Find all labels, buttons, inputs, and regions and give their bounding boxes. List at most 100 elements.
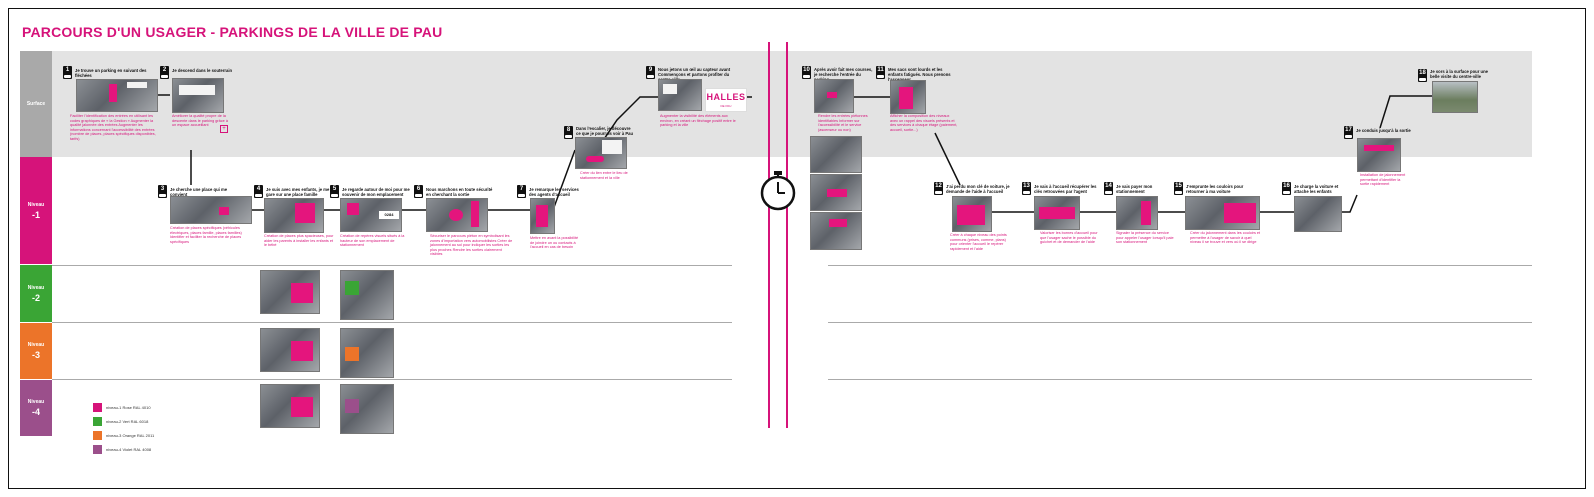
step-10-badge: 10	[802, 66, 811, 79]
step-1-badge: 1	[63, 66, 72, 79]
row-divider	[828, 322, 1532, 323]
step-13-text: Je vais à l'accueil récupérer les clés r…	[1034, 184, 1097, 194]
step-3-badge: 3	[158, 185, 167, 198]
step-17-badge: 17	[1344, 126, 1353, 139]
step-12-photo	[952, 196, 992, 232]
step-15-text: J'emprunte les couloirs pour retourner à…	[1186, 184, 1244, 194]
step-15-note: Créer du jalonnement dans les couloirs e…	[1190, 231, 1261, 245]
step-11-text: Mes sacs sont lourds et les enfants fati…	[888, 67, 951, 82]
level-m4-floor-photo	[260, 384, 320, 428]
step-15-badge: 15	[1174, 182, 1183, 195]
step-13-photo	[1034, 196, 1080, 230]
page-title: PARCOURS D'UN USAGER - PARKINGS DE LA VI…	[22, 24, 443, 40]
step-7-photo	[530, 198, 555, 234]
level-m4-label: Niveau-4	[20, 380, 52, 436]
row-divider	[828, 379, 1532, 380]
step-18-text: Je sors à la surface pour une belle visi…	[1430, 69, 1488, 79]
step-2-text: Je descend dans le souterrain	[172, 68, 233, 73]
step-11-badge: 11	[876, 66, 885, 79]
legend-item: niveau-1 Rose RAL 4010	[93, 403, 151, 412]
step-8-note: Créer du lien entre le lieu de stationne…	[580, 171, 628, 180]
parking-sign-number: 0284	[379, 211, 399, 219]
step-17-note: Installation de jalonnement permettant d…	[1360, 173, 1406, 187]
step-2-photo	[172, 78, 224, 113]
step-3-photo	[170, 196, 252, 224]
row-divider	[52, 322, 732, 323]
legend-item: niveau-2 Vert RAL 6018	[93, 417, 148, 426]
step-9-badge: 9	[646, 66, 655, 79]
step-11-note: Afficher la composition des niveaux avec…	[890, 114, 958, 132]
step-4-badge: 4	[254, 185, 263, 198]
level-m3-label: Niveau-3	[20, 323, 52, 379]
step-6-note: Sécuriser le parcours piéton en symbolis…	[430, 234, 513, 257]
step-5-badge: 5	[330, 185, 339, 198]
step-7-note: Mettre en avant la possibilité de joindr…	[530, 236, 579, 250]
step-4-note: Création de places plus spacieuses, pour…	[264, 234, 334, 248]
level-m1-label: Niveau-1	[20, 157, 52, 264]
legend-item: niveau-4 Violet RAL 4008	[93, 445, 151, 454]
step-3-text: Je cherche une place qui me convient	[170, 187, 228, 197]
step-12-badge: 12	[934, 182, 943, 195]
step-7-badge: 7	[517, 185, 526, 198]
step-12-note: Créer à chaque niveau des points communs…	[950, 233, 1007, 251]
step-4-photo	[264, 198, 324, 233]
time-divider-left	[768, 42, 770, 428]
level-m2-label: Niveau-2	[20, 265, 52, 322]
step-18-photo	[1432, 81, 1478, 113]
step-1-note: Faciliter l'identification des entrées e…	[70, 114, 156, 141]
step-13-badge: 13	[1022, 182, 1031, 195]
step-7-text: Je remarque les services des agents d'ac…	[529, 187, 579, 197]
step-14-badge: 14	[1104, 182, 1113, 195]
step-10-street-photo-3	[810, 212, 862, 250]
step-9-photo	[658, 79, 702, 111]
step-10-photo	[814, 79, 854, 113]
step-10-note: Rendre les entrées piétonnes identifiabl…	[818, 114, 868, 132]
step-1-photo	[76, 79, 158, 112]
plus-icon: +	[220, 125, 228, 133]
step-2-note: Améliorer la qualité propre de la descen…	[172, 114, 228, 128]
step-10-street-photo-1	[810, 136, 862, 173]
step-6-text: Nous marchons en toute sécurité en cherc…	[426, 187, 493, 197]
step-3-note: Création de places spécifiques (véhicule…	[170, 226, 242, 244]
level-surface-label: Surface	[20, 51, 52, 157]
step-11-photo	[890, 80, 926, 114]
level-m3-floor-photo	[260, 328, 320, 372]
level-m2-pillar-photo	[340, 270, 394, 320]
step-5-note: Création de repères visuels situés à la …	[340, 234, 405, 248]
step-9-note: Augmenter la visibilité des éléments aux…	[660, 114, 736, 128]
level-m3-pillar-photo	[340, 328, 394, 378]
step-8-badge: 8	[564, 126, 573, 139]
step-12-text: J'ai perdu mon clé de voiture, je demand…	[946, 184, 1010, 194]
step-16-text: Je charge la voiture et attache les enfa…	[1294, 184, 1339, 194]
surface-band	[20, 51, 1532, 157]
diagram-frame	[8, 8, 1586, 489]
level-m4-pillar-photo	[340, 384, 394, 434]
step-14-photo	[1116, 196, 1158, 230]
step-15-photo	[1185, 196, 1260, 230]
step-6-badge: 6	[414, 185, 423, 198]
row-divider	[52, 379, 732, 380]
step-5-photo: 0284	[340, 198, 402, 232]
step-13-note: Valoriser les bornes d'accueil pour que …	[1040, 231, 1098, 245]
step-10-street-photo-2	[810, 174, 862, 211]
step-17-photo	[1357, 138, 1401, 172]
step-5-text: Je regarde autour de moi pour me souveni…	[342, 187, 410, 197]
step-14-text: Je vais payer mon stationnement	[1116, 184, 1153, 194]
row-divider	[52, 265, 732, 266]
clock-icon	[759, 169, 797, 218]
step-1-text: Je trouve un parking en suivant des fléc…	[75, 68, 147, 78]
level-m2-floor-photo	[260, 270, 320, 314]
step-8-photo	[575, 137, 627, 169]
step-18-badge: 18	[1418, 69, 1427, 82]
step-14-note: Signaler la présence du service pour app…	[1116, 231, 1174, 245]
step-2-badge: 2	[160, 66, 169, 79]
legend-item: niveau-3 Orange RAL 2011	[93, 431, 154, 440]
step-17-text: Je conduis jusqu'à la sortie	[1356, 128, 1411, 133]
step-4-text: Je suis avec mes enfants, je me gare sur…	[266, 187, 330, 197]
step-16-photo	[1294, 196, 1342, 232]
step-6-photo	[426, 198, 488, 232]
time-divider-right	[786, 42, 788, 428]
row-divider	[828, 265, 1532, 266]
step-8-text: Dans l'escalier, je découvre ce que je p…	[576, 126, 634, 136]
